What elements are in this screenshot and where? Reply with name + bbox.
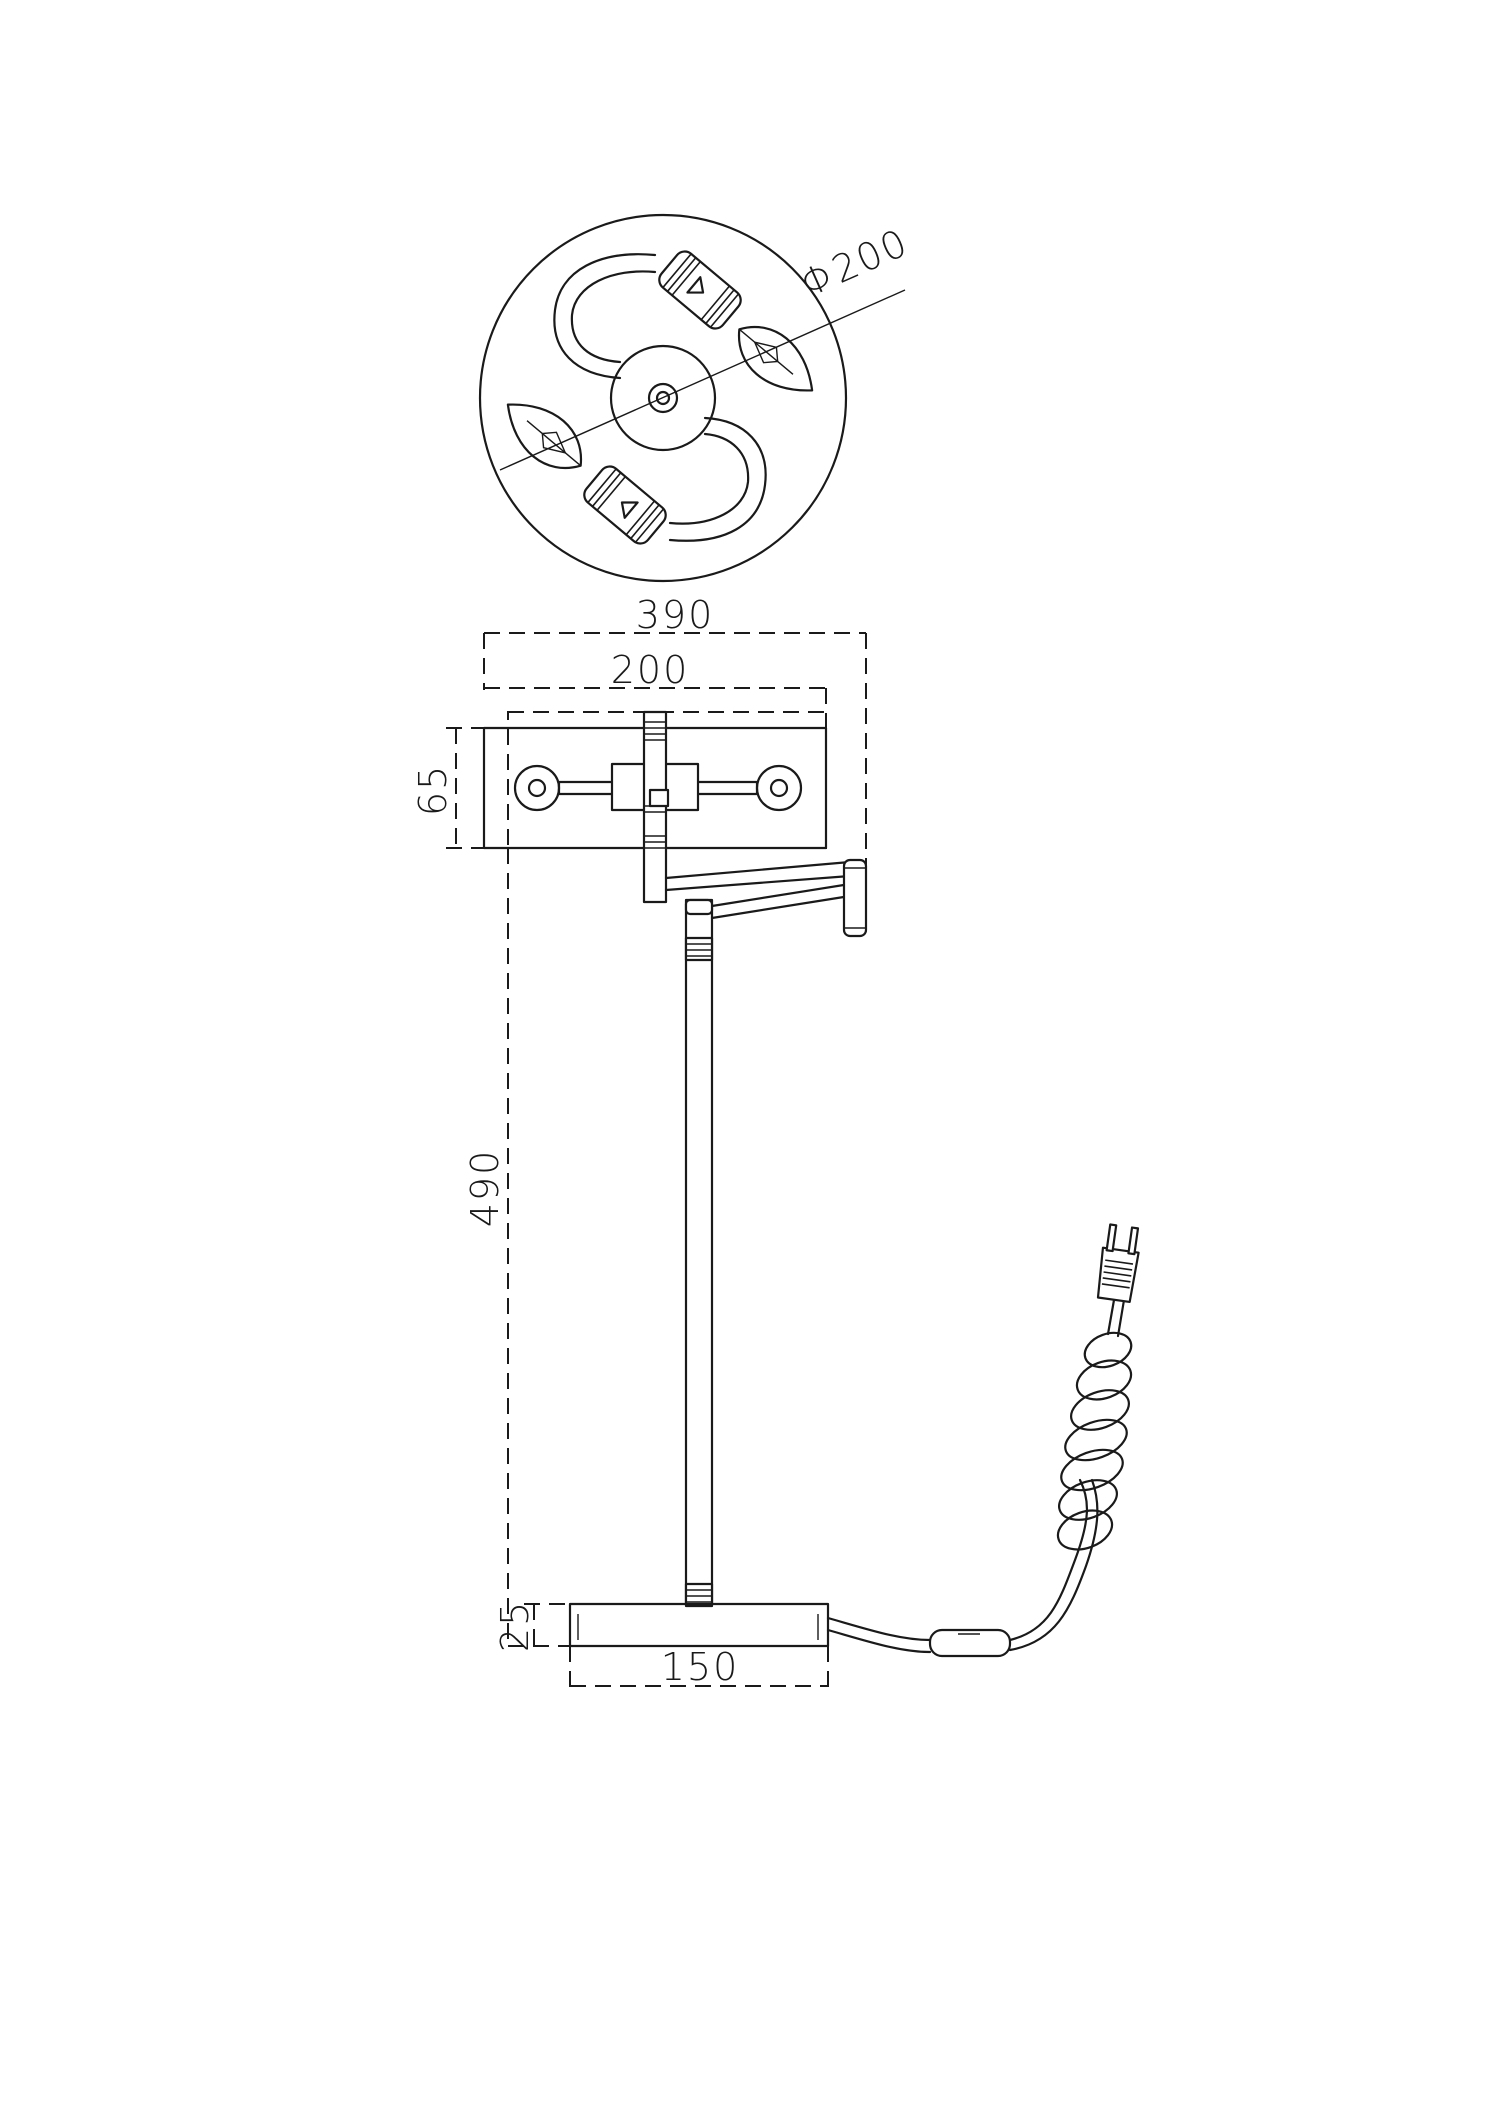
top-view-bulb-upper <box>737 325 814 392</box>
stem-top-cap <box>684 898 714 916</box>
top-view: Φ200 <box>478 213 915 583</box>
top-view-hub-screw <box>647 382 679 414</box>
dim-65-label: 65 <box>411 764 455 816</box>
cord-to-plug-2 <box>1116 1298 1126 1338</box>
top-view-socket-upper <box>658 250 742 330</box>
power-cord <box>826 1616 932 1642</box>
swing-arm-knuckle <box>842 858 868 938</box>
stem-upper-joint <box>684 936 714 962</box>
power-cord-2 <box>826 1628 932 1654</box>
top-view-hub <box>609 344 717 452</box>
head-bulb-right-inner <box>769 778 789 798</box>
top-view-arm-upper-inner <box>570 270 657 364</box>
cord-to-plug <box>1106 1298 1116 1336</box>
dim-150-label: 150 <box>661 1645 740 1689</box>
dim-200-label: 200 <box>611 648 690 692</box>
power-plug <box>1096 1223 1140 1304</box>
head-small-box <box>648 788 670 808</box>
dim-490-label: 490 <box>463 1149 507 1228</box>
top-view-bulb-lower <box>506 403 583 470</box>
top-view-arm-upper <box>553 253 657 380</box>
top-view-socket-lower <box>583 465 667 545</box>
top-view-arm-lower-inner <box>668 432 750 525</box>
head-bulb-left <box>513 764 561 812</box>
dim-25-label: 25 <box>493 1600 537 1652</box>
cord-to-coil <box>1008 1478 1088 1642</box>
stem-lower-joint <box>684 1582 714 1608</box>
cord-to-coil-2 <box>1008 1478 1099 1652</box>
cord-coil <box>1056 1331 1133 1551</box>
cord-switch <box>928 1628 1012 1658</box>
top-view-hub-screw-inner <box>655 390 671 406</box>
top-view-disc <box>478 213 848 583</box>
head-bulb-left-inner <box>527 778 547 798</box>
dim-390-label: 390 <box>636 593 715 637</box>
top-view-arm-lower <box>668 416 767 542</box>
lamp-base <box>568 1602 830 1648</box>
head-bulb-right <box>755 764 803 812</box>
lamp-stem <box>684 898 714 1606</box>
front-view: 390 200 65 <box>411 593 1140 1696</box>
swing-arm <box>664 860 852 920</box>
diameter-leader <box>499 289 906 471</box>
